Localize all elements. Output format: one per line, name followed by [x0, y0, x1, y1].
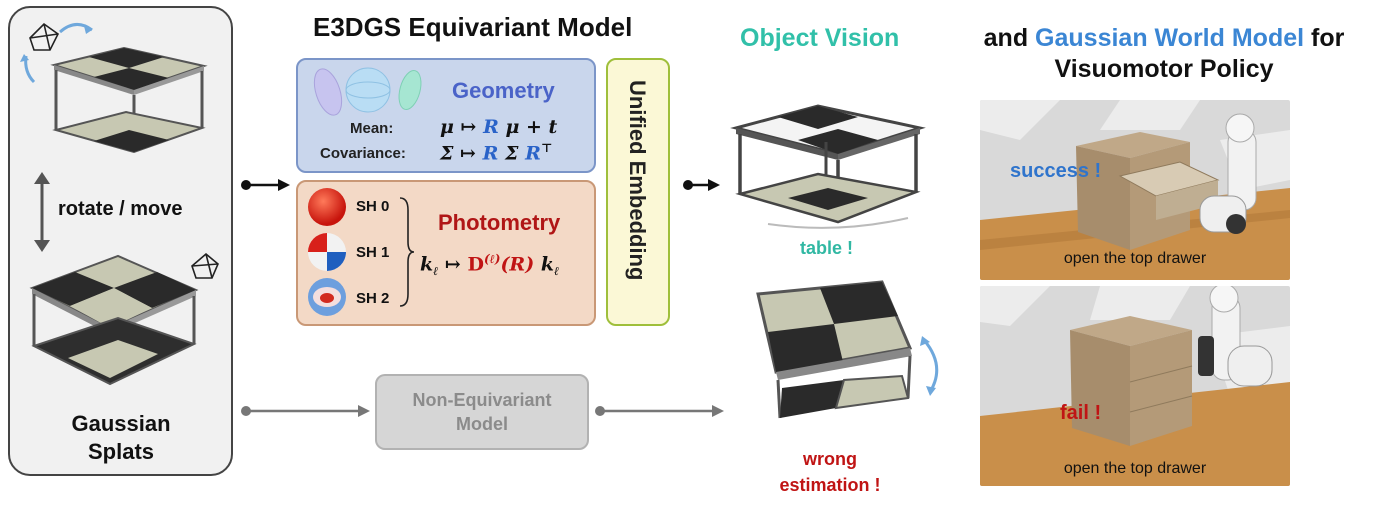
nonequiv-to-output-arrow [595, 405, 724, 417]
fail-scene-caption: open the top drawer [1063, 460, 1207, 477]
camera-icon [191, 252, 219, 279]
unified-embedding-label: Unified Embedding [625, 80, 650, 281]
photo-eq-part: k [534, 253, 554, 276]
rotate-move-label: rotate / move [58, 198, 183, 220]
photo-eq-sub: ℓ [554, 264, 560, 279]
input-to-nonequiv-arrow [241, 405, 370, 417]
wrong-line2: estimation ! [779, 475, 881, 495]
fail-scene-image [980, 286, 1290, 486]
wigner-d-order: (ℓ) [483, 252, 501, 266]
sh0-label: SH 0 [356, 198, 390, 215]
wigner-d-symbol: D [467, 253, 484, 276]
splat-table-bottom-image [29, 252, 219, 386]
object-vision-heading: Object Vision [740, 24, 900, 52]
photo-eq-part: k [420, 253, 434, 276]
photo-eq-part: ↦ [438, 253, 468, 276]
table-result-label: table ! [800, 238, 854, 258]
cov-eq-part: Σ [498, 142, 526, 165]
cov-eq-part: Σ ↦ [440, 142, 483, 165]
correct-table-output-image [730, 104, 926, 229]
photometry-equation: kℓ ↦ D(ℓ)(R) kℓ [420, 252, 559, 279]
wrong-estimation-label: wrong estimation ! [760, 446, 900, 498]
splat-table-top-image [20, 22, 208, 154]
input-to-model-arrow [241, 179, 290, 191]
success-scene: success ! open the top drawer [980, 100, 1290, 280]
sh1-label: SH 1 [356, 244, 390, 261]
wrong-table-output-image [756, 280, 939, 419]
mean-label: Mean: [350, 120, 394, 137]
curly-brace-icon [399, 197, 415, 307]
world-model-heading: and Gaussian World Model for Visuomotor … [944, 24, 1384, 84]
up-down-arrow-icon [34, 172, 50, 252]
spherical-harmonics-icons [308, 188, 346, 316]
header-and: and [983, 24, 1036, 52]
rotate-arrow-icon [59, 23, 93, 34]
fail-status: fail ! [1060, 402, 1102, 424]
photometry-heading: Photometry [438, 210, 561, 235]
success-status: success ! [1010, 160, 1102, 182]
fail-scene: fail ! open the top drawer [980, 286, 1290, 486]
geometry-heading: Geometry [452, 78, 555, 103]
mean-eq-part: μ + t [498, 116, 558, 138]
photometry-box [296, 180, 596, 326]
non-equivariant-line2: Model [456, 414, 508, 434]
transpose-symbol: ⊤ [540, 141, 553, 155]
rotation-symbol: R [482, 142, 499, 165]
sh1-sphere [308, 233, 346, 271]
geometry-box [296, 58, 596, 173]
camera-icon [29, 22, 60, 51]
non-equivariant-line1: Non-Equivariant [412, 390, 552, 410]
splats-label-line1: Gaussian [71, 411, 171, 436]
sh2-label: SH 2 [356, 290, 390, 307]
gaussian-ellipsoids-icon [313, 67, 422, 116]
header-gaussian-world-model: Gaussian World Model [1035, 24, 1305, 52]
success-scene-caption: open the top drawer [1063, 250, 1207, 267]
rotate-arrow-icon [922, 339, 939, 393]
header-for: for [1304, 24, 1345, 52]
mean-eq-part: μ ↦ [440, 116, 484, 138]
rotation-symbol: R [525, 142, 541, 165]
covariance-equation: Σ ↦ R Σ R⊤ [440, 141, 552, 164]
rotation-symbol: R [483, 116, 499, 138]
success-scene-image [980, 100, 1290, 280]
splats-label-line2: Splats [87, 439, 155, 464]
model-title: E3DGS Equivariant Model [313, 12, 633, 42]
sh0-sphere [308, 188, 346, 226]
wrong-line1: wrong [803, 449, 857, 469]
gaussian-splats-label: Gaussian Splats [26, 410, 216, 466]
mean-equation: μ ↦ R μ + t [440, 116, 557, 138]
photo-eq-sub: ℓ [433, 264, 439, 279]
unified-embedding-box [606, 58, 670, 326]
covariance-label: Covariance: [320, 145, 406, 162]
header-visuomotor-policy: Visuomotor Policy [1054, 55, 1274, 83]
wigner-d-arg: (R) [500, 253, 535, 276]
sh2-sphere [308, 278, 346, 316]
model-to-output-arrow [683, 179, 720, 191]
non-equivariant-model-box: Non-Equivariant Model [375, 374, 589, 450]
